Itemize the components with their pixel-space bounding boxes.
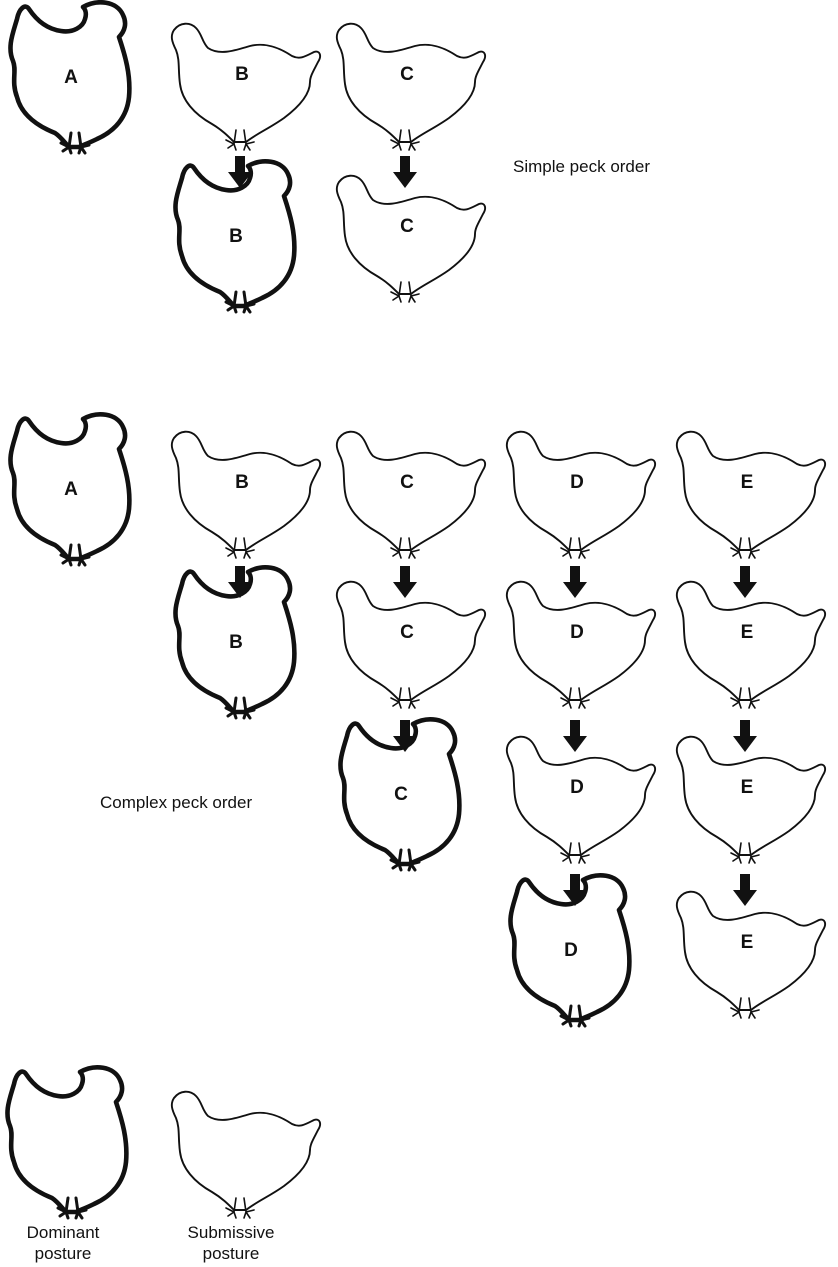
complex-hen-5: E <box>677 432 825 558</box>
hen-label: E <box>741 622 754 643</box>
hen-label: E <box>741 777 754 798</box>
complex-arrow-d-2 <box>563 720 587 752</box>
simple-hen-5: C <box>337 176 485 302</box>
submissive-posture-caption: Submissive posture <box>171 1222 291 1264</box>
complex-arrow-e-1 <box>733 566 757 598</box>
submissive-caption-line1: Submissive <box>171 1222 291 1243</box>
hen-label: A <box>64 479 78 500</box>
simple-arrow-c <box>393 156 417 188</box>
complex-hen-7: C <box>337 582 485 708</box>
hen-label: D <box>570 622 584 643</box>
complex-hen-11: D <box>507 737 655 863</box>
hen-label: A <box>64 67 78 88</box>
complex-hen-1: A <box>10 414 129 565</box>
hen-label: D <box>570 777 584 798</box>
complex-hen-8: D <box>507 582 655 708</box>
complex-hen-3: C <box>337 432 485 558</box>
hen-label: C <box>394 784 408 805</box>
hen-label: C <box>400 216 414 237</box>
hen-label: E <box>741 472 754 493</box>
complex-hen-4: D <box>507 432 655 558</box>
complex-peck-order-caption: Complex peck order <box>100 793 252 813</box>
complex-arrow-c-1 <box>393 566 417 598</box>
simple-hen-4: B <box>175 161 294 312</box>
hen-label: B <box>229 226 243 247</box>
complex-hen-2: B <box>172 432 320 558</box>
hen-label: B <box>229 632 243 653</box>
hen-label: C <box>400 472 414 493</box>
hen-label: D <box>564 940 578 961</box>
complex-arrow-e-2 <box>733 720 757 752</box>
simple-hen-2: B <box>172 24 320 150</box>
complex-hen-14: E <box>677 892 825 1018</box>
dominant-hen-outline <box>7 1067 126 1212</box>
legend-dominant-hen <box>7 1067 126 1218</box>
simple-hen-1: A <box>10 2 129 153</box>
submissive-hen-outline <box>172 1092 320 1210</box>
hen-label: B <box>235 64 249 85</box>
hen-label: B <box>235 472 249 493</box>
complex-arrow-e-3 <box>733 874 757 906</box>
legend-submissive-hen <box>172 1092 320 1218</box>
hen-label: C <box>400 64 414 85</box>
complex-hen-12: E <box>677 737 825 863</box>
dominant-caption-line1: Dominant <box>3 1222 123 1243</box>
complex-arrow-d-1 <box>563 566 587 598</box>
hen-label: E <box>741 932 754 953</box>
simple-peck-order-caption: Simple peck order <box>513 157 650 177</box>
hen-label: D <box>570 472 584 493</box>
hen-label: C <box>400 622 414 643</box>
complex-hen-9: E <box>677 582 825 708</box>
dominant-posture-caption: Dominant posture <box>3 1222 123 1264</box>
dominant-caption-line2: posture <box>3 1243 123 1264</box>
submissive-caption-line2: posture <box>171 1243 291 1264</box>
simple-hen-3: C <box>337 24 485 150</box>
